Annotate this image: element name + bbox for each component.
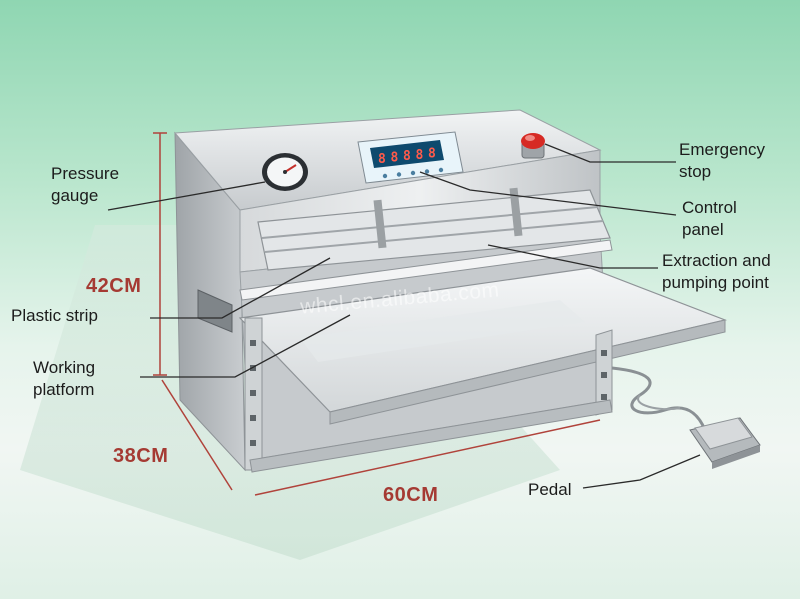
pedal-icon — [689, 417, 761, 469]
pressure-gauge-icon — [262, 153, 308, 191]
working-platform-edge — [329, 319, 726, 425]
pedal-label: Pedal — [528, 480, 572, 499]
display-digit: 8 — [378, 152, 386, 167]
width-dimension-line — [254, 419, 601, 496]
depth-dimension: 38CM — [113, 445, 169, 467]
emergency-stop-icon — [521, 133, 545, 159]
display-digit: 8 — [428, 146, 436, 161]
height-dimension: 42CM — [86, 275, 142, 297]
plastic-strip-bar — [239, 239, 613, 301]
depth-dimension-line — [161, 379, 233, 491]
width-dimension: 60CM — [383, 484, 439, 506]
side-handle — [197, 289, 233, 333]
display-digit: 8 — [416, 148, 424, 163]
machine-base — [249, 399, 613, 473]
sealing-bar-frame — [257, 189, 611, 271]
plastic-strip-label: Plastic strip — [11, 306, 98, 325]
display-digit: 8 — [391, 151, 399, 166]
display-digit: 8 — [403, 149, 411, 164]
callout-leaders — [107, 143, 701, 489]
pedal-cable — [611, 366, 707, 431]
